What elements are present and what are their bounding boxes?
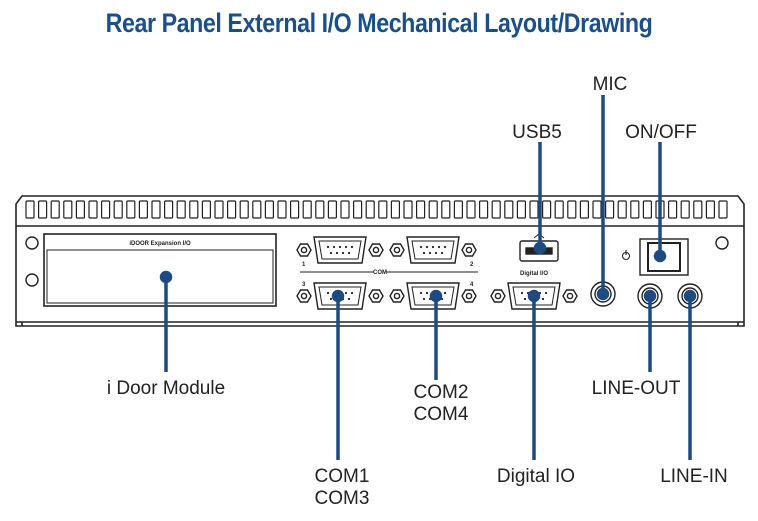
fin — [667, 200, 678, 219]
com-port-number-3: 3 — [302, 282, 306, 288]
mount-hole-bottom-left — [25, 273, 39, 287]
callout-mic: MIC — [593, 74, 628, 95]
callout-com3: COM3 — [315, 488, 370, 509]
fin — [252, 200, 262, 219]
fin — [541, 200, 552, 219]
com-port-number-2: 2 — [470, 262, 474, 268]
callout-line-in: LINE-IN — [660, 466, 728, 487]
fin — [466, 200, 476, 219]
callout-line-out: LINE-OUT — [592, 378, 681, 399]
fin — [75, 200, 86, 219]
com-group-marking: COM 1 2 3 4 — [300, 262, 478, 288]
idoor-slot: iDOOR Expansion I/O — [43, 233, 277, 307]
fin — [126, 200, 136, 219]
fin — [25, 200, 35, 219]
fin — [264, 200, 274, 219]
fin — [579, 200, 590, 219]
fin — [151, 200, 161, 219]
fin — [630, 200, 640, 219]
leader-lines — [159, 95, 697, 460]
db9-connector-com4 — [389, 282, 477, 310]
fin — [718, 200, 728, 219]
fin — [504, 200, 514, 219]
fin — [227, 200, 237, 219]
ventilation-fins — [25, 200, 728, 219]
mount-hole-top-right — [715, 236, 729, 250]
fin — [529, 200, 539, 219]
com-port-number-1: 1 — [302, 262, 306, 268]
fin — [567, 200, 577, 219]
fin — [302, 200, 312, 219]
fin — [453, 200, 463, 219]
com-port-number-4: 4 — [470, 282, 474, 288]
fin — [100, 200, 111, 219]
fin — [680, 200, 690, 219]
fin — [214, 200, 224, 219]
fin — [290, 200, 300, 219]
fin — [113, 200, 123, 219]
fin — [164, 200, 174, 219]
mount-hole-top-left — [25, 236, 39, 250]
com-ports — [296, 236, 578, 310]
fin — [365, 200, 375, 219]
fin — [441, 200, 451, 219]
fin — [88, 200, 98, 219]
db9-connector-com2 — [389, 236, 477, 264]
fin — [138, 200, 148, 219]
fin — [554, 200, 564, 219]
fin — [327, 200, 337, 219]
callout-idoor-module: i Door Module — [107, 378, 225, 399]
fin — [491, 200, 501, 219]
fin — [592, 200, 602, 219]
callout-usb5: USB5 — [512, 122, 562, 143]
fin — [403, 200, 413, 219]
fin — [378, 200, 388, 219]
fin — [50, 200, 60, 219]
com-group-label: COM — [373, 270, 387, 276]
fin — [516, 200, 527, 219]
fin — [705, 200, 716, 219]
fin — [37, 200, 48, 219]
fin — [353, 200, 363, 219]
mounting-holes — [25, 236, 729, 287]
fin — [642, 200, 653, 219]
fin — [479, 200, 489, 219]
callout-com4: COM4 — [414, 404, 469, 425]
fin — [189, 200, 199, 219]
idoor-slot-label: iDOOR Expansion I/O — [129, 241, 191, 247]
fin — [390, 200, 400, 219]
callout-on-off: ON/OFF — [625, 122, 697, 143]
fin — [693, 200, 703, 219]
callout-com2: COM2 — [414, 382, 469, 403]
fin — [428, 200, 438, 219]
fin — [63, 200, 73, 219]
chassis — [15, 195, 745, 327]
fin — [277, 200, 287, 219]
fin — [617, 200, 627, 219]
fin — [176, 200, 186, 219]
fin — [239, 200, 249, 219]
db9-connector-com1 — [296, 236, 384, 264]
db9-connector-com3 — [296, 282, 384, 310]
fin — [340, 200, 350, 219]
fin — [201, 200, 211, 219]
digital-io-panel-label: Digital I/O — [520, 271, 548, 277]
fin — [416, 200, 426, 219]
fin — [315, 200, 325, 219]
callout-com1: COM1 — [315, 466, 370, 487]
page-title: Rear Panel External I/O Mechanical Layou… — [105, 8, 653, 38]
fin — [604, 200, 615, 219]
callout-digital-io: Digital IO — [497, 466, 575, 487]
